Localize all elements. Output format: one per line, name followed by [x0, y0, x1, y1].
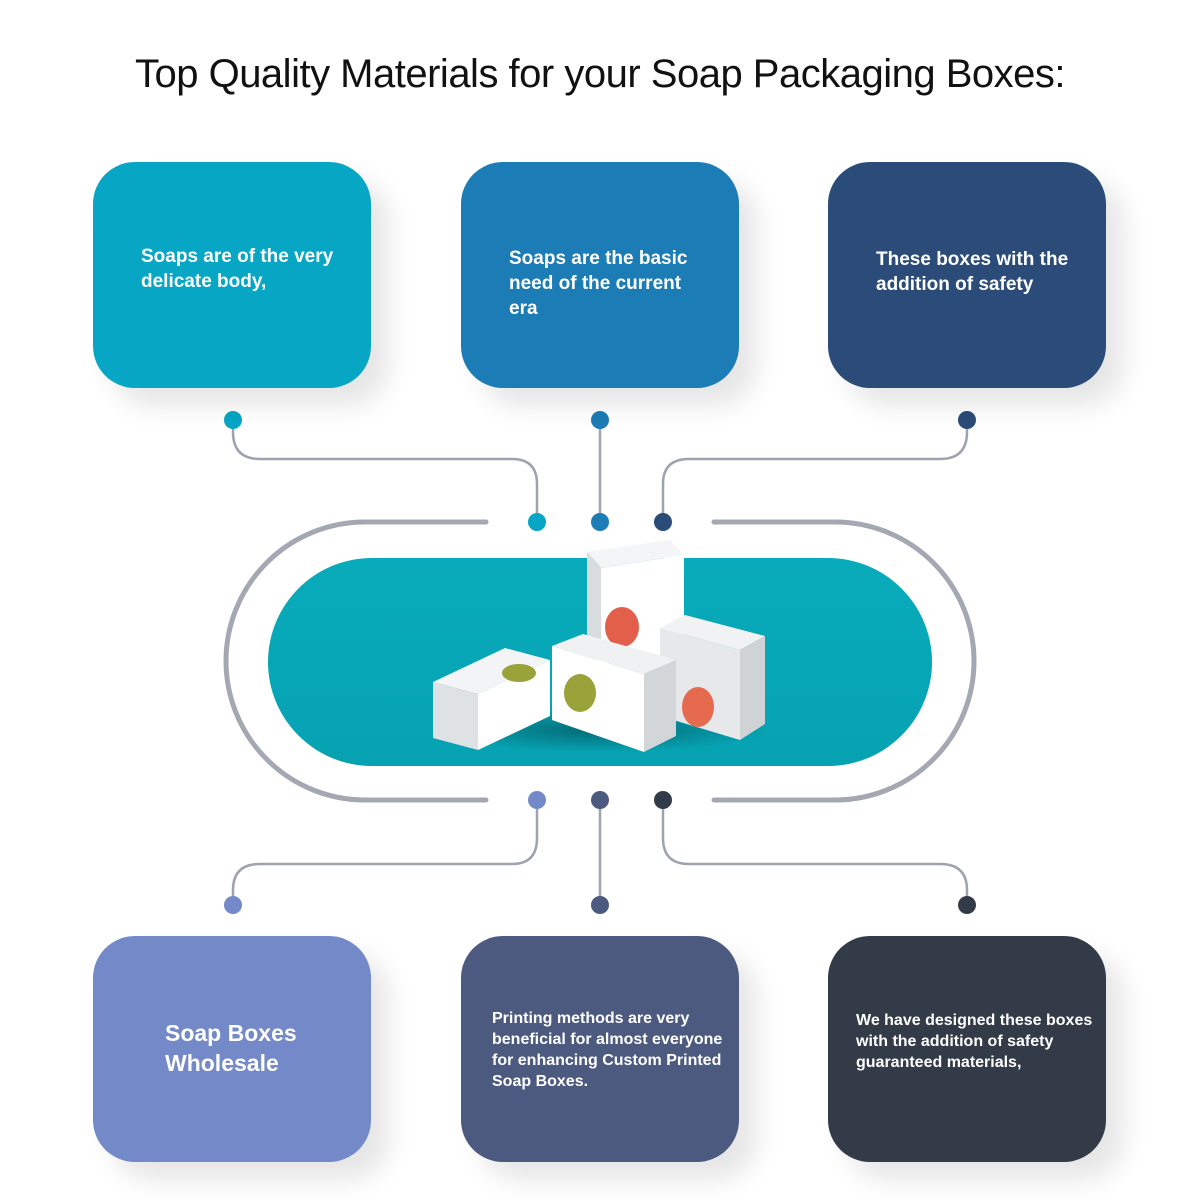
dot — [654, 791, 672, 809]
info-card-3: These boxes with the addition of safety — [828, 162, 1106, 388]
dot — [958, 896, 976, 914]
connector-dots — [224, 411, 976, 914]
card-text: Soaps are of the very delicate body, — [141, 246, 334, 292]
dot — [958, 411, 976, 429]
dot — [224, 896, 242, 914]
info-card-4: Soap Boxes Wholesale — [93, 936, 371, 1162]
dot — [224, 411, 242, 429]
card-text: Soaps are the basic need of the current … — [509, 248, 688, 319]
outer-track — [223, 519, 977, 803]
dot — [591, 791, 609, 809]
dot — [591, 896, 609, 914]
dot — [654, 513, 672, 531]
info-card-6: We have designed these boxes with the ad… — [828, 936, 1106, 1162]
card-text: Printing methods are very beneficial for… — [492, 1010, 723, 1090]
info-card-2: Soaps are the basic need of the current … — [461, 162, 739, 388]
page-title: Top Quality Materials for your Soap Pack… — [134, 52, 1066, 96]
dot — [528, 791, 546, 809]
top-connectors — [231, 420, 969, 522]
card-text: Soap Boxes Wholesale — [165, 1020, 297, 1076]
soap-boxes-illustration — [430, 540, 770, 752]
dot — [591, 411, 609, 429]
dot — [591, 513, 609, 531]
info-card-1: Soaps are of the very delicate body, — [93, 162, 371, 388]
dot — [528, 513, 546, 531]
card-text: These boxes with the addition of safety — [876, 249, 1069, 295]
info-card-5: Printing methods are very beneficial for… — [461, 936, 739, 1162]
bottom-connectors — [231, 800, 969, 905]
card-text: We have designed these boxes with the ad… — [856, 1012, 1093, 1071]
